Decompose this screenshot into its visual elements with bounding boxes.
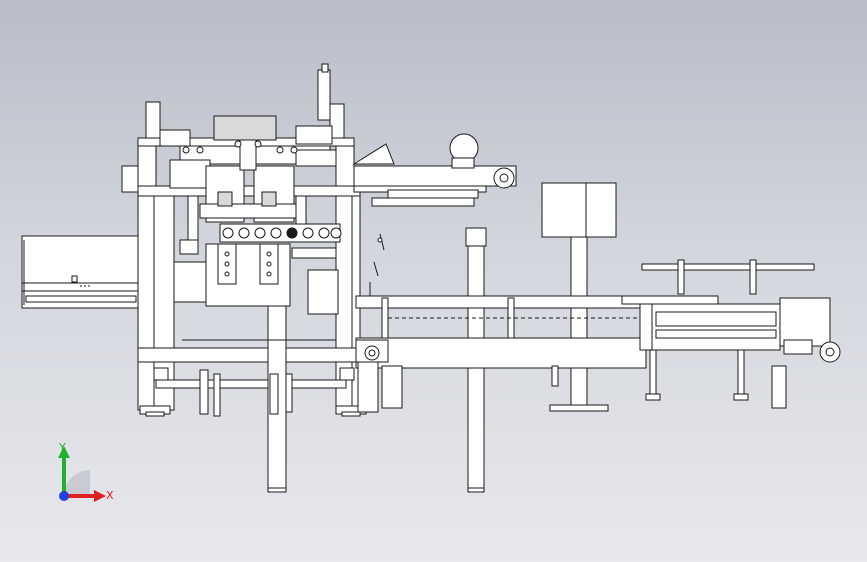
coordinate-triad: Y X — [58, 441, 114, 502]
y-axis-head — [58, 446, 70, 458]
main-frame[interactable] — [137, 137, 367, 417]
hole-plate-row[interactable] — [219, 223, 342, 243]
x-axis-head — [94, 490, 106, 502]
detail-marks — [369, 233, 385, 296]
center-slide-block[interactable] — [173, 239, 339, 315]
transfer-arm[interactable] — [352, 133, 517, 207]
triad-plane-shade — [64, 470, 90, 496]
top-carriage[interactable] — [121, 63, 345, 243]
right-conveyor[interactable] — [621, 259, 841, 409]
z-axis-dot — [59, 491, 69, 501]
outfeed-conveyor[interactable] — [355, 295, 717, 413]
y-axis-label: Y — [58, 441, 66, 454]
x-axis-label: X — [106, 489, 114, 502]
left-infeed-conveyor[interactable] — [21, 235, 141, 309]
lower-guide-rods[interactable] — [182, 305, 336, 493]
